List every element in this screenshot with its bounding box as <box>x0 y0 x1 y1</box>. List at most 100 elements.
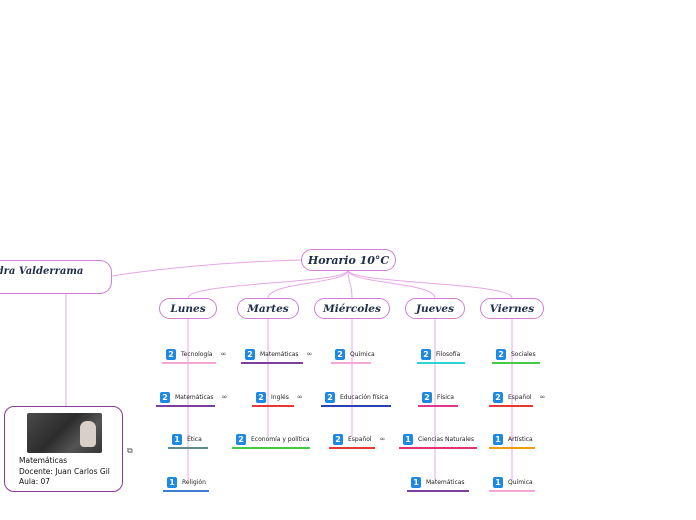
subject-underline <box>163 490 209 492</box>
subject-item[interactable]: 2 Física <box>422 390 454 404</box>
hours-badge: 1 <box>493 433 503 445</box>
link-icon[interactable]: ∞ <box>220 350 227 358</box>
day-label: Viernes <box>489 302 535 315</box>
subject-label: Economía y política <box>251 435 310 443</box>
subject-underline <box>407 490 469 492</box>
day-label: Miércoles <box>323 302 381 315</box>
hours-badge: 2 <box>166 348 176 360</box>
day-node-1[interactable]: Martes <box>237 298 299 319</box>
day-node-4[interactable]: Viernes <box>480 298 544 319</box>
subject-item[interactable]: 1 Química <box>493 475 533 489</box>
subject-underline <box>232 447 310 449</box>
subject-card[interactable]: Matemáticas Docente: Juan Carlos Gil Aul… <box>4 406 123 492</box>
subject-item[interactable]: 2 Economía y política <box>236 432 310 446</box>
subject-label: Educación física <box>340 393 389 401</box>
connector-line <box>347 269 513 299</box>
subject-underline <box>241 362 303 364</box>
hours-badge: 2 <box>333 433 343 445</box>
photo-icon <box>27 413 102 453</box>
card-teacher: Docente: Juan Carlos Gil <box>19 466 110 476</box>
external-link-icon[interactable]: ⧉ <box>127 446 133 455</box>
hours-badge: 2 <box>245 348 255 360</box>
hours-badge: 1 <box>493 476 503 488</box>
connector-line <box>267 269 349 299</box>
subject-item[interactable]: 1 Matemáticas <box>411 475 465 489</box>
subject-label: Ética <box>187 435 202 443</box>
subject-label: Filosofía <box>436 350 461 358</box>
subject-underline <box>329 447 375 449</box>
hours-badge: 1 <box>411 476 421 488</box>
card-text: Matemáticas Docente: Juan Carlos Gil Aul… <box>19 456 110 488</box>
subject-label: Matemáticas <box>175 393 214 401</box>
subject-item[interactable]: 2 Sociales <box>496 347 536 361</box>
day-node-0[interactable]: Lunes <box>159 298 217 319</box>
day-node-3[interactable]: Jueves <box>405 298 465 319</box>
hours-badge: 2 <box>493 391 503 403</box>
central-topic-label: Horario 10°C <box>307 253 390 267</box>
subject-underline <box>492 362 540 364</box>
subject-item[interactable]: 1 Religión <box>167 475 206 489</box>
subject-item[interactable]: 2 Matemáticas ∞ <box>160 390 227 404</box>
day-node-2[interactable]: Miércoles <box>314 298 390 319</box>
link-icon[interactable]: ∞ <box>221 393 228 401</box>
subject-underline <box>418 405 458 407</box>
subject-item[interactable]: 2 Tecnología ∞ <box>166 347 226 361</box>
card-room: Aula: 07 <box>19 477 51 486</box>
hours-badge: 2 <box>325 391 335 403</box>
hours-badge: 2 <box>160 391 170 403</box>
subject-label: Español <box>508 393 532 401</box>
subject-underline <box>156 405 215 407</box>
connector-line <box>111 259 302 277</box>
hours-badge: 2 <box>236 433 246 445</box>
hand-shape <box>80 421 96 447</box>
day-label: Lunes <box>170 302 206 315</box>
subject-label: Tecnología <box>181 350 213 358</box>
connector-line <box>347 269 436 299</box>
hours-badge: 1 <box>172 433 182 445</box>
subject-item[interactable]: 2 Matemáticas ∞ <box>245 347 312 361</box>
subject-item[interactable]: 2 Español ∞ <box>333 432 385 446</box>
subject-label: Sociales <box>511 350 536 358</box>
subject-label: Química <box>508 478 533 486</box>
link-icon[interactable]: ∞ <box>539 393 546 401</box>
day-label: Jueves <box>416 302 454 315</box>
central-topic[interactable]: Horario 10°C <box>301 249 396 271</box>
subject-item[interactable]: 2 Español ∞ <box>493 390 545 404</box>
link-icon[interactable]: ∞ <box>306 350 313 358</box>
subject-label: Ciencias Naturales <box>418 435 474 443</box>
subject-underline <box>321 405 391 407</box>
connector-line <box>347 269 353 299</box>
subject-item[interactable]: 2 Educación física <box>325 390 388 404</box>
hours-badge: 1 <box>403 433 413 445</box>
subject-label: Química <box>350 350 375 358</box>
subject-item[interactable]: 1 Ciencias Naturales <box>403 432 474 446</box>
subject-underline <box>252 405 294 407</box>
subject-label: Inglés <box>271 393 289 401</box>
hours-badge: 1 <box>167 476 177 488</box>
subject-underline <box>399 447 477 449</box>
subject-item[interactable]: 1 Ética <box>172 432 202 446</box>
hours-badge: 2 <box>422 391 432 403</box>
side-topic[interactable]: endra Valderrama °C <box>0 260 112 294</box>
subject-underline <box>489 405 533 407</box>
link-icon[interactable]: ∞ <box>379 435 386 443</box>
subject-underline <box>489 490 535 492</box>
side-topic-line-2: °C <box>0 277 111 288</box>
subject-label: Física <box>437 393 454 401</box>
subject-underline <box>489 447 535 449</box>
subject-underline <box>168 447 208 449</box>
hours-badge: 2 <box>496 348 506 360</box>
card-subject: Matemáticas <box>19 456 68 465</box>
connector-line <box>187 269 349 299</box>
subject-label: Religión <box>182 478 206 486</box>
subject-label: Español <box>348 435 372 443</box>
subject-underline <box>331 362 371 364</box>
link-icon[interactable]: ∞ <box>296 393 303 401</box>
subject-label: Matemáticas <box>426 478 465 486</box>
subject-label: Matemáticas <box>260 350 299 358</box>
